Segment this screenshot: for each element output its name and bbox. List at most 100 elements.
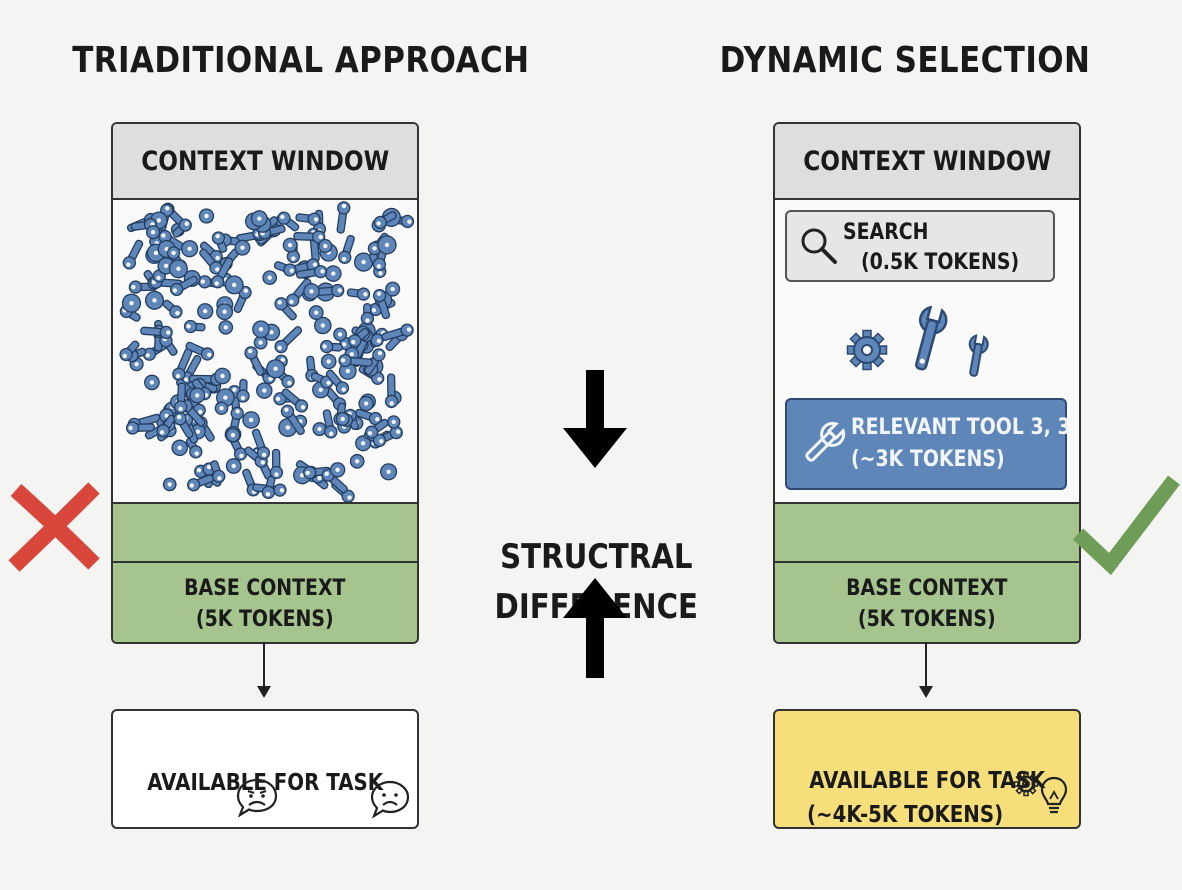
down-arrow-icon [563,370,627,468]
right-available-box: AVAILABLE FOR TASK (~4K-5K TOKENS) [773,709,1081,829]
clutter-tool-icon [214,367,231,385]
clutter-tool-icon [384,373,399,409]
clutter-tool-icon [295,264,328,279]
clutter-tool-icon [338,234,355,264]
clutter-tool-icon [197,303,214,320]
clutter-tool-icon [282,237,298,253]
clutter-tool-icon [183,319,206,334]
clutter-tool-icon [122,239,144,270]
clutter-tool-icon [174,382,188,414]
clutter-tool-icon [358,395,374,412]
clutter-tool-icon [198,208,215,224]
clutter-tool-icon [277,211,300,232]
clutter-tool-icon [293,230,326,244]
clutter-tool-icon [360,303,375,326]
clutter-tool-icon [312,422,327,437]
clutter-tool-icon [144,290,165,310]
relevant-tool-box: RELEVANT TOOL 3, 3 (~3K TOKENS) [785,398,1071,490]
clutter-tool-icon [171,439,188,457]
clutter-tool-icon [320,353,337,370]
frustrated-face-icon [236,778,278,818]
clutter-tool-icon [252,320,270,339]
lightbulb-icon [1040,776,1068,814]
cross-icon [8,482,100,572]
clutter-tool-icon [355,408,383,426]
clutter-tool-icon [199,248,223,275]
clutter-tool-icon [218,320,234,335]
clutter-tool-icon [224,275,244,295]
clutter-tool-icon [333,327,348,342]
floating-tools [846,305,989,377]
clutter-tool-icon [273,261,297,277]
up-arrow-icon [563,578,627,678]
small-gear-icon [1013,771,1039,797]
clutter-tool-icon [185,341,215,361]
clutter-tool-icon [242,411,260,429]
clutter-tool-icon [166,246,181,260]
clutter-tool-icon [295,212,321,226]
clutter-tool-icon [185,437,203,459]
clutter-tool-icon [322,409,338,439]
right-base-context: BASE CONTEXT (5K TOKENS) [775,561,1079,642]
clutter-tool-icon [130,217,158,232]
clutter-tool-icon [281,388,309,413]
right-context-window: CONTEXT WINDOW SEARCH (0.5K TOKENS) [773,122,1081,644]
clutter-tool-icon [308,305,324,321]
tool-clutter [119,201,415,503]
clutter-tool-icon [210,257,234,289]
left-reserved-area [113,502,417,562]
right-context-window-title: CONTEXT WINDOW [775,124,1079,200]
clutter-tool-icon [381,323,414,341]
tool-clutter-graphic [119,201,415,503]
clutter-tool-icon [140,325,173,340]
clutter-tool-icon [214,401,229,415]
clutter-tool-icon [335,412,350,426]
clutter-tool-icon [173,412,194,439]
clutter-tool-icon [262,270,278,286]
sad-face-icon [370,780,410,819]
magnifier-icon [801,228,837,264]
clutter-tool-icon [168,259,188,279]
right-down-arrow-icon [919,642,933,698]
clutter-tool-icon [386,415,401,429]
clutter-tool-icon [349,453,365,469]
clutter-tool-icon [189,387,206,404]
left-context-window: CONTEXT WINDOW BASE CONTEXT (5K TOKENS) [111,122,419,644]
clutter-tool-icon [320,339,343,354]
clutter-tool-icon [318,238,333,254]
checkmark-icon [1072,475,1180,576]
clutter-tool-icon [225,458,242,474]
clutter-tool-icon [225,427,241,443]
clutter-tool-icon [303,283,320,300]
right-heading: DYNAMIC SELECTION [719,40,1091,81]
wrench-icon [805,421,846,462]
clutter-tool-icon [121,293,142,313]
left-available-box: AVAILABLE FOR TASK [111,709,419,829]
clutter-tool-icon [119,340,140,362]
clutter-tool-icon [325,369,350,395]
clutter-tool-icon [236,378,250,403]
left-heading: TRIADITIONAL APPROACH [72,40,530,81]
clutter-tool-icon [242,468,260,497]
clutter-tool-icon [211,231,228,253]
gear-icon [846,329,888,371]
clutter-tool-icon [162,299,183,319]
clutter-tool-icon [373,211,397,230]
clutter-tool-icon [280,404,305,436]
clutter-tool-icon [269,448,284,480]
clutter-tool-icon [274,326,303,354]
clutter-tool-icon [250,210,268,228]
clutter-tool-icon [385,281,401,297]
clutter-tool-icon [346,287,371,301]
clutter-tool-icon [372,288,391,320]
right-reserved-area [775,502,1079,562]
clutter-tool-icon [234,239,251,256]
left-context-window-title: CONTEXT WINDOW [113,124,417,200]
clutter-tool-icon [372,249,387,272]
clutter-tool-icon [256,382,273,399]
clutter-tool-icon [229,435,248,461]
clutter-tool-icon [338,353,373,368]
clutter-tool-icon [125,421,155,435]
clutter-tool-icon [251,428,271,460]
clutter-tool-icon [380,463,398,481]
